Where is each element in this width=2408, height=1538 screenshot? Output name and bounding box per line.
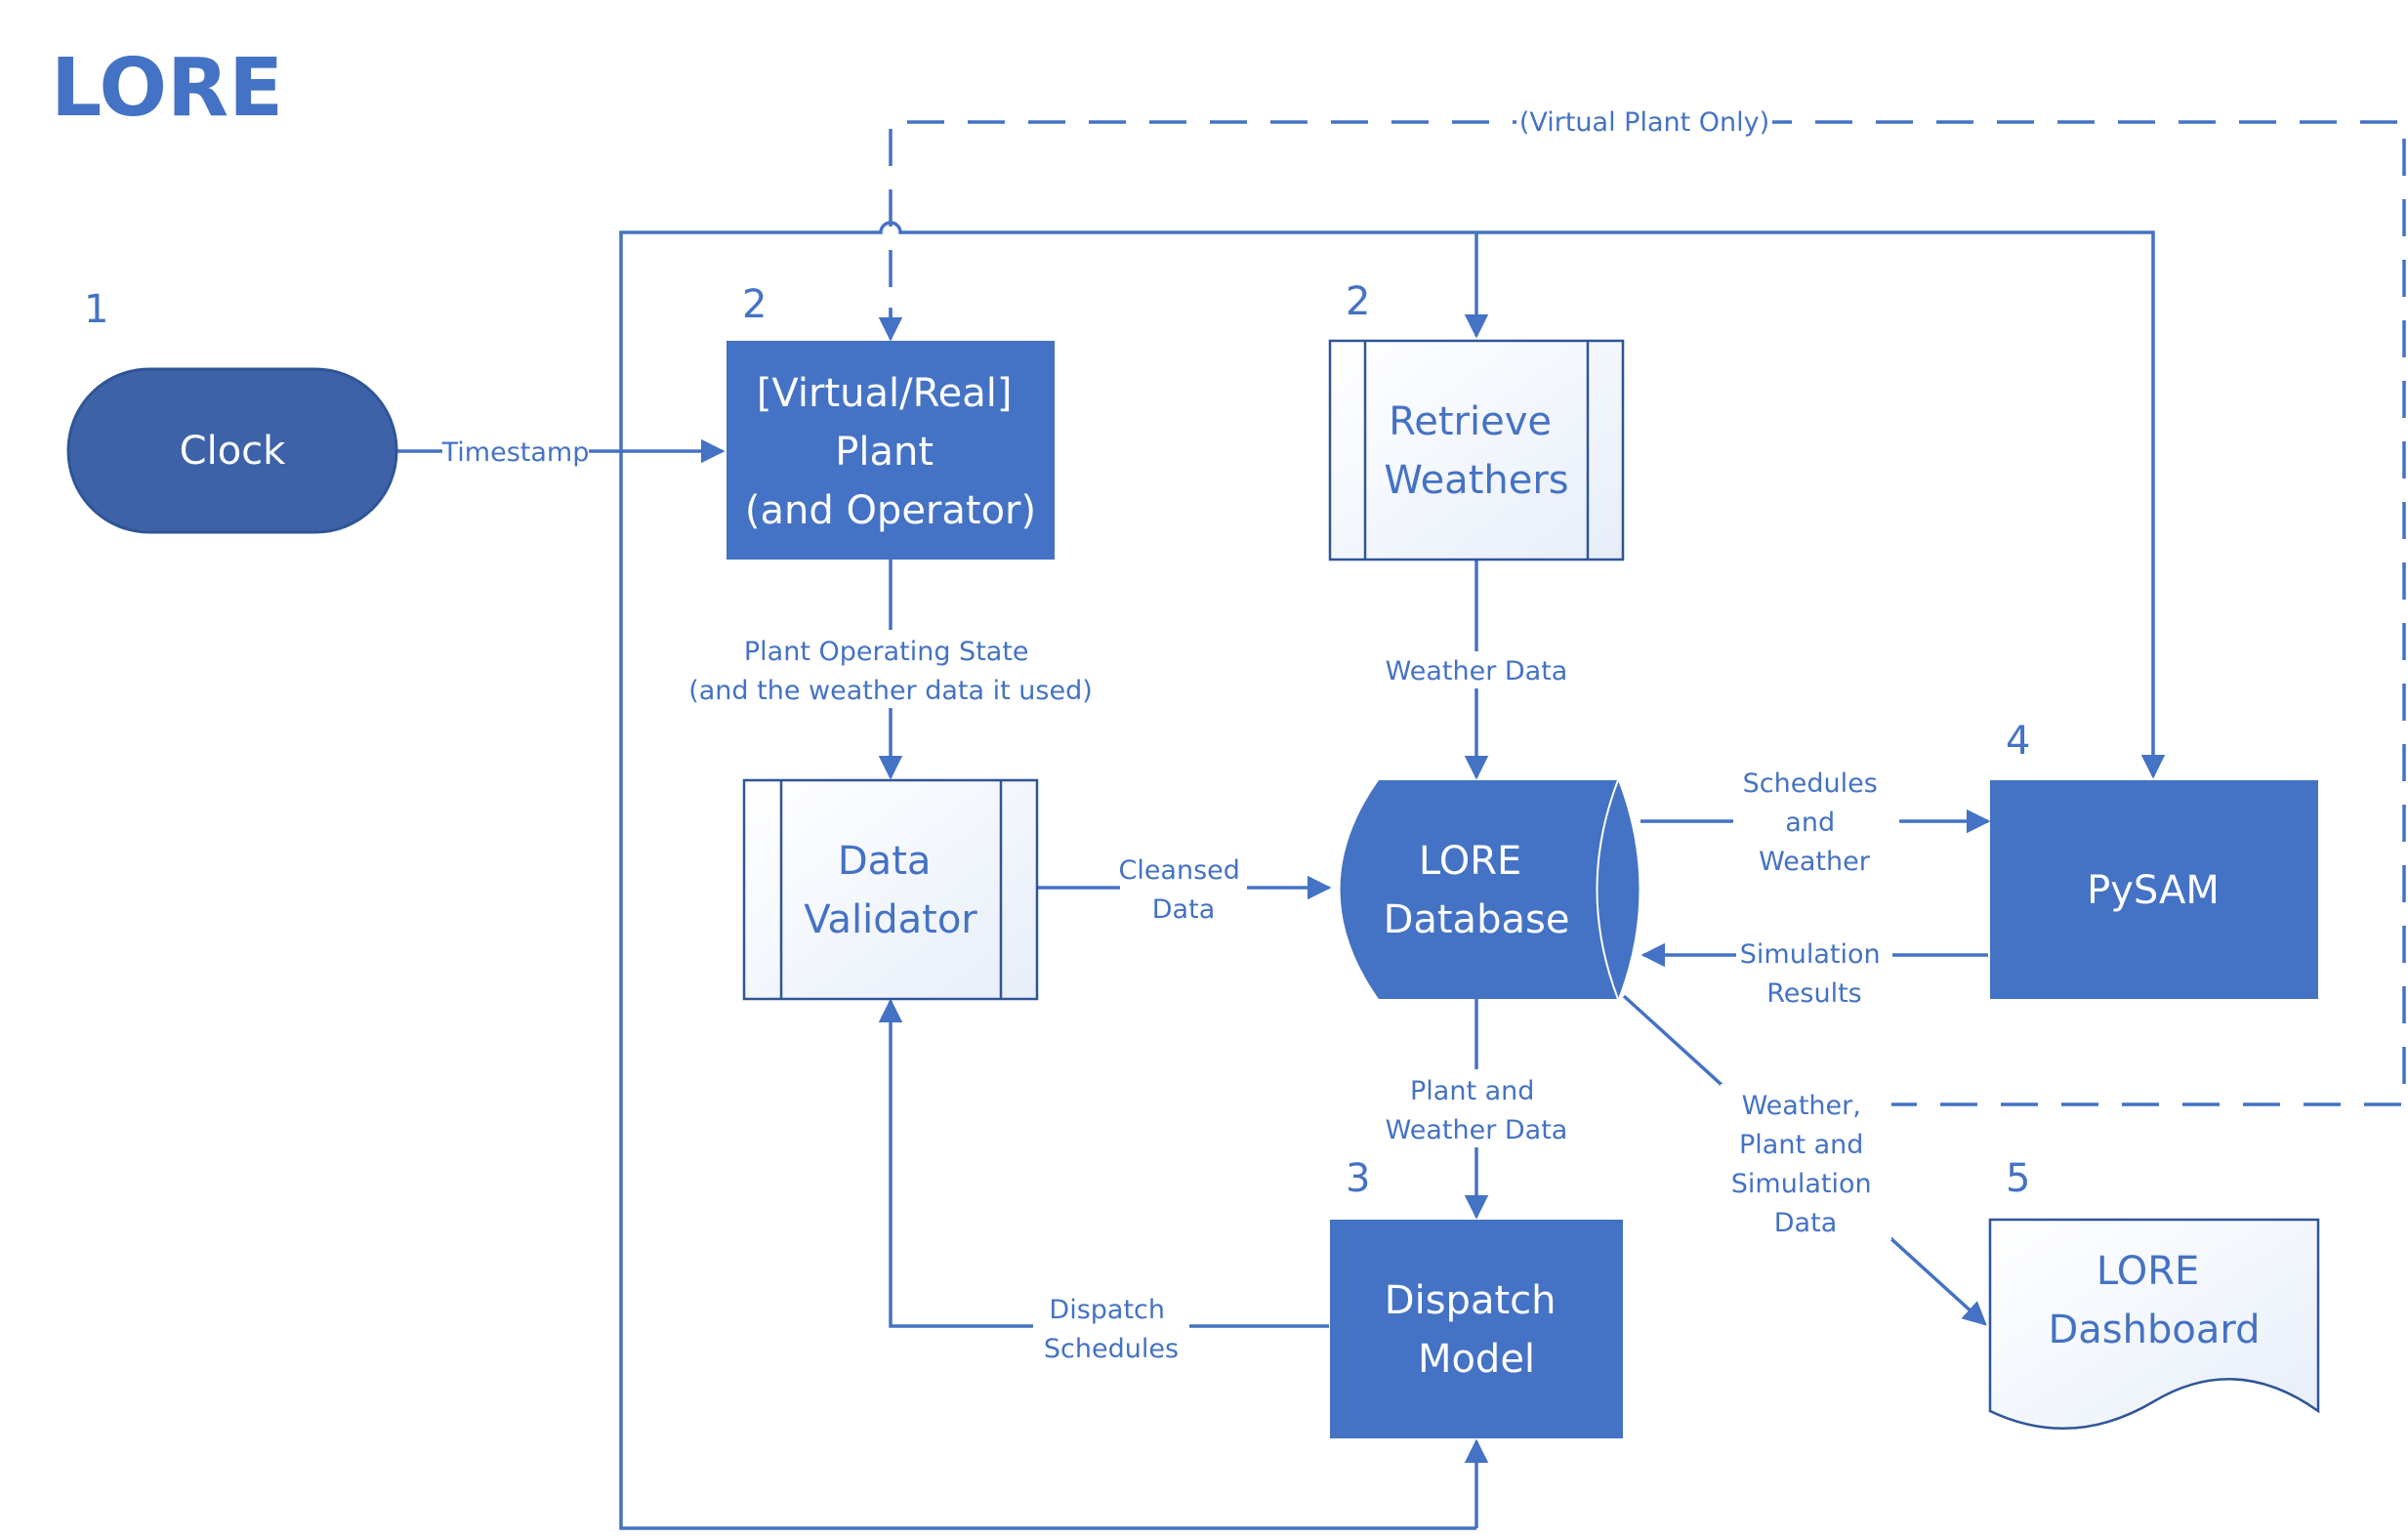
plant-node — [727, 341, 1055, 560]
plant-number: 2 — [742, 282, 767, 327]
timestamp-label: Timestamp — [441, 437, 590, 468]
virtual-plant-dashed-loop — [889, 120, 2406, 1106]
retrieve-weathers-node — [1328, 339, 1625, 561]
weather-plant-simulation-data-label: Weather, Plant and Simulation Data — [1731, 1091, 1880, 1238]
lore-database-label: LORE Database — [1384, 839, 1570, 942]
dispatch-model-label: Dispatch Model — [1385, 1278, 1568, 1382]
pysam-label: PySAM — [2087, 868, 2220, 913]
dispatch-to-validator-connector — [878, 998, 1329, 1328]
weather-data-label: Weather Data — [1386, 656, 1568, 686]
lore-dashboard-node — [1988, 1218, 2320, 1431]
data-validator-node — [742, 778, 1039, 1001]
simulation-results-label: Simulation Results — [1740, 939, 1889, 1009]
dispatch-model-node — [1330, 1220, 1623, 1438]
cleansed-data-label: Cleansed Data — [1118, 855, 1248, 925]
plant-label: [Virtual/Real] Plant (and Operator) — [745, 371, 1036, 533]
lore-database-node — [1340, 780, 1640, 999]
plant-operating-state-label: Plant Operating State (and the weather d… — [688, 637, 1093, 706]
pysam-node — [1990, 780, 2318, 999]
clock-node — [66, 367, 398, 534]
lore-dashboard-label: LORE Dashboard — [2048, 1249, 2260, 1352]
lore-database-inner-curve — [1596, 779, 1619, 1000]
virtual-plant-only-label: (Virtual Plant Only) — [1519, 107, 1769, 138]
schedules-and-weather-label: Schedules and Weather — [1743, 769, 1887, 877]
clock-label: Clock — [180, 429, 287, 474]
lore-dashboard-number: 5 — [2006, 1156, 2030, 1201]
diagram-title: LORE — [51, 42, 283, 135]
retrieve-weathers-label: Retrieve Weathers — [1384, 399, 1568, 503]
plant-and-weather-data-label: Plant and Weather Data — [1386, 1076, 1568, 1145]
dispatch-model-number: 3 — [1346, 1156, 1370, 1201]
data-validator-label: Data Validator — [804, 839, 977, 942]
pysam-number: 4 — [2006, 719, 2030, 764]
main-feedback-loop — [619, 221, 2166, 1530]
dispatch-schedules-label: Dispatch Schedules — [1044, 1295, 1179, 1364]
clock-number: 1 — [84, 287, 108, 332]
retrieve-weathers-number: 2 — [1346, 279, 1370, 324]
